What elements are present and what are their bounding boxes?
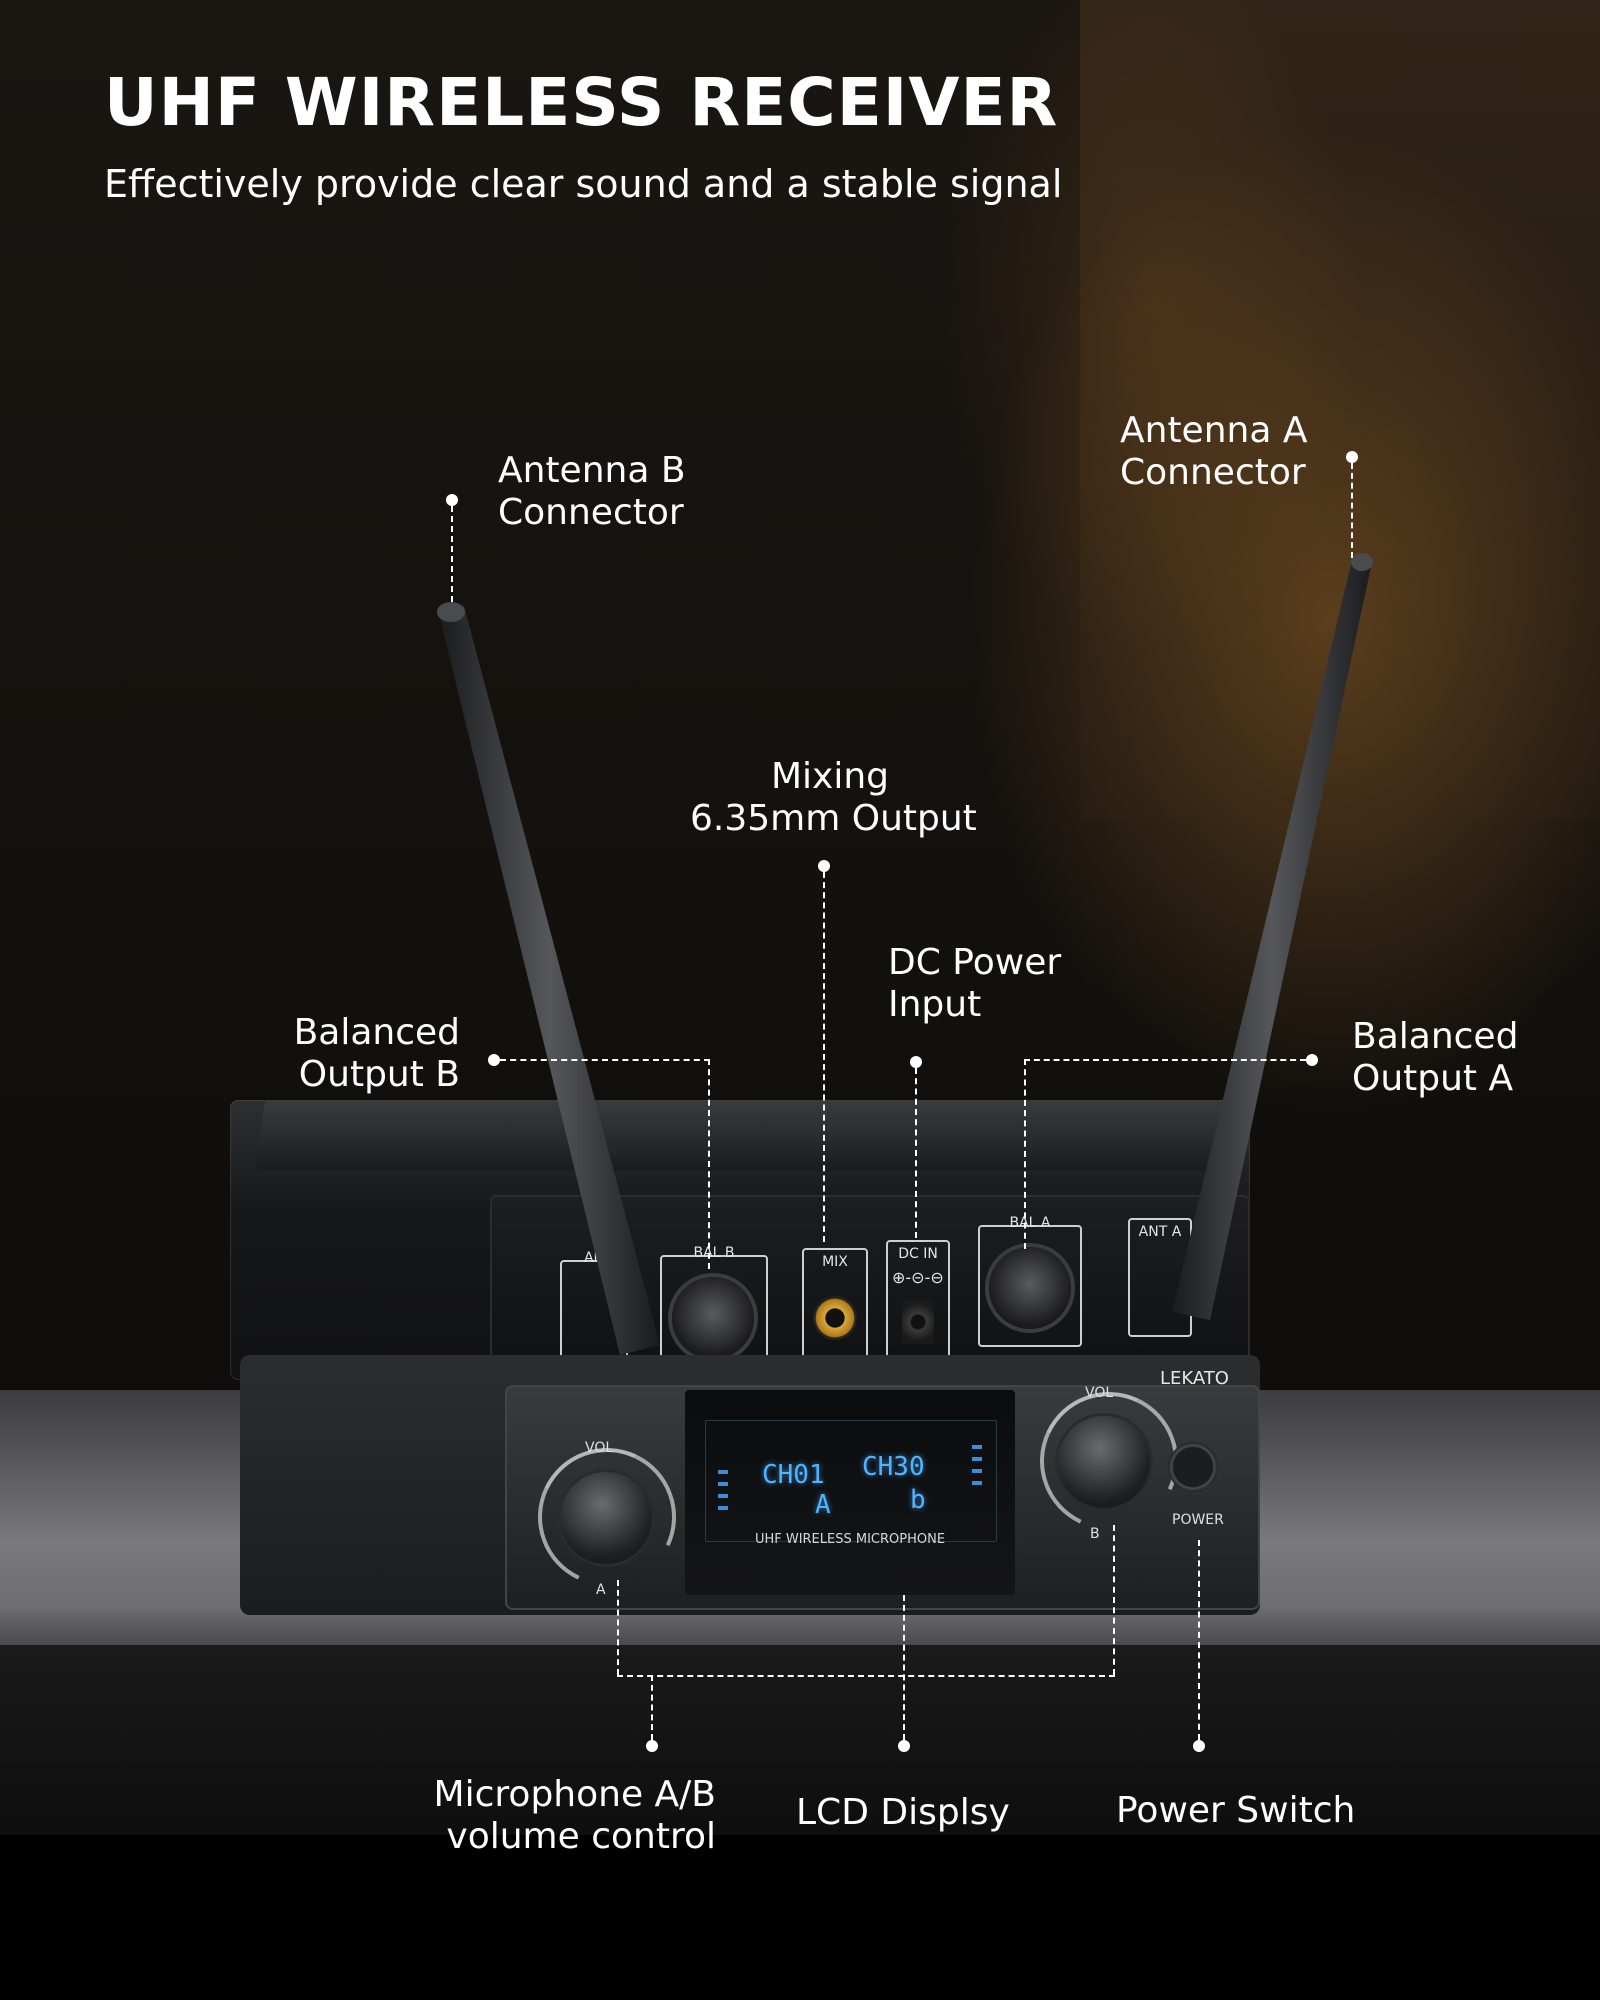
balanced-output-a-port: BAL A xyxy=(978,1215,1082,1347)
callout-vline-balanced-b xyxy=(708,1059,710,1269)
callout-dot-power xyxy=(1193,1740,1205,1752)
callout-dot-dc xyxy=(910,1056,922,1068)
callout-dot-antenna-b xyxy=(446,494,458,506)
lcd-letter-a: A xyxy=(815,1490,831,1520)
volume-a-knob[interactable] xyxy=(560,1472,652,1564)
vol-b-label: VOL xyxy=(1085,1385,1114,1401)
lcd-channel-a: CH01 xyxy=(762,1460,825,1490)
dc-in-label: DC IN xyxy=(898,1246,938,1262)
ant-a-label: ANT A xyxy=(1138,1224,1182,1240)
lcd-level-bar xyxy=(972,1445,982,1449)
antenna-a-tip xyxy=(1351,553,1373,571)
lcd-channel-b: CH30 xyxy=(862,1452,925,1482)
bal-a-label: BAL A xyxy=(1009,1215,1051,1231)
callout-vline-vol-b xyxy=(1113,1525,1115,1675)
callout-dot-mixing xyxy=(818,860,830,872)
callout-line-antenna-a xyxy=(1351,463,1353,558)
lcd-level-bar xyxy=(718,1506,728,1510)
lcd-level-bar xyxy=(718,1494,728,1498)
xlr-b-connector xyxy=(672,1277,754,1359)
page-title: UHF WIRELESS RECEIVER xyxy=(104,64,1059,141)
lcd-level-bar xyxy=(972,1481,982,1485)
callout-line-dc xyxy=(915,1068,917,1238)
callout-dot-lcd xyxy=(898,1740,910,1752)
dc-polarity-symbols: ⊕-⊝-⊖ xyxy=(892,1268,944,1287)
antenna-b xyxy=(438,606,660,1355)
callout-line-power xyxy=(1198,1540,1200,1740)
lcd-caption: UHF WIRELESS MICROPHONE xyxy=(754,1532,946,1547)
floor xyxy=(0,1835,1600,2000)
callout-hline-vol xyxy=(617,1675,1115,1677)
volume-b-knob[interactable] xyxy=(1058,1416,1150,1508)
lcd-level-bar xyxy=(718,1482,728,1486)
page-subtitle: Effectively provide clear sound and a st… xyxy=(104,162,1063,206)
lcd-display xyxy=(685,1390,1015,1595)
lcd-screen xyxy=(705,1420,997,1542)
balanced-output-b-port: BAL B xyxy=(660,1245,768,1379)
callout-hline-balanced-b xyxy=(500,1059,710,1061)
mix-output-port: MIX xyxy=(802,1248,868,1370)
antenna-a xyxy=(1172,560,1372,1320)
callout-vline-vol-a xyxy=(617,1580,619,1675)
mix-label: MIX xyxy=(822,1254,848,1270)
callout-vline-vol-drop xyxy=(651,1675,653,1740)
callout-hline-balanced-a xyxy=(1024,1059,1306,1061)
callout-line-lcd xyxy=(903,1595,905,1740)
callout-dot-volume xyxy=(646,1740,658,1752)
lcd-letter-b: b xyxy=(910,1485,926,1515)
callout-power-switch: Power Switch xyxy=(1116,1790,1356,1831)
callout-dot-antenna-a xyxy=(1346,451,1358,463)
lcd-level-bar xyxy=(972,1469,982,1473)
antenna-b-tip xyxy=(437,602,465,622)
callout-lcd-display: LCD Displsy xyxy=(796,1792,1010,1833)
lcd-level-bar xyxy=(718,1470,728,1474)
callout-dot-balanced-a xyxy=(1306,1054,1318,1066)
xlr-a-connector xyxy=(989,1247,1071,1329)
power-label: POWER xyxy=(1172,1512,1224,1528)
lcd-level-bar xyxy=(972,1457,982,1461)
bal-b-label: BAL B xyxy=(693,1245,735,1261)
vol-a-label: VOL xyxy=(585,1440,614,1456)
knob-b-label: B xyxy=(1090,1526,1100,1542)
power-button[interactable] xyxy=(1168,1442,1218,1492)
callout-vline-balanced-a xyxy=(1024,1059,1026,1249)
callout-dot-balanced-b xyxy=(488,1054,500,1066)
dc-jack xyxy=(902,1300,934,1344)
mix-jack xyxy=(813,1296,857,1340)
dc-power-port: DC IN ⊕-⊝-⊖ xyxy=(886,1240,950,1362)
callout-line-mixing xyxy=(823,872,825,1242)
brand-logo: LEKATO xyxy=(1160,1368,1229,1389)
callout-line-antenna-b xyxy=(451,506,453,602)
knob-a-label: A xyxy=(596,1582,606,1598)
